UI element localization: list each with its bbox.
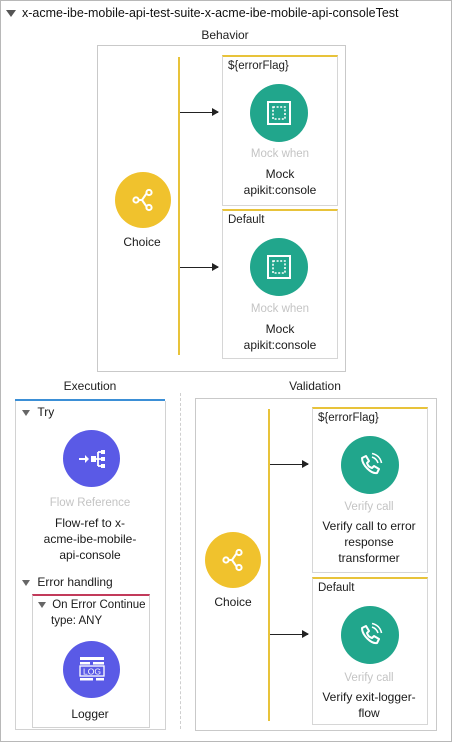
collapse-error-handling-icon[interactable] (22, 580, 30, 586)
flow-reference-icon (78, 449, 105, 468)
on-error-label: On Error Continue (52, 599, 146, 611)
flow-ref-name-line: api-console (59, 548, 121, 562)
verify-name-line: transformer (338, 551, 400, 565)
section-divider (180, 393, 181, 729)
behavior-choice-line (178, 57, 180, 355)
flow-reference-processor[interactable] (63, 430, 120, 487)
logger-name: Logger (71, 707, 109, 721)
processor-type-label: Flow Reference (49, 497, 131, 509)
processor-name-line: apikit:console (243, 338, 317, 352)
try-label: Try (37, 405, 55, 419)
verify-call-processor-2[interactable] (341, 606, 399, 664)
on-error-type: type: ANY (51, 615, 103, 627)
validation-choice-line (268, 409, 270, 721)
verify-call-icon (361, 622, 383, 645)
collapse-on-error-icon[interactable] (38, 602, 46, 608)
behavior-route-errorflag[interactable]: ${errorFlag} (222, 55, 338, 206)
choice-icon (222, 548, 243, 572)
mock-when-icon (267, 255, 291, 279)
flow-ref-name-line: Flow-ref to x- (54, 516, 125, 530)
processor-type-label: Mock when (250, 303, 310, 315)
processor-type-label: Mock when (250, 148, 310, 160)
behavior-arrow-2 (180, 263, 219, 271)
route-label: Default (228, 214, 265, 226)
verify-name-line: flow (358, 706, 380, 720)
verify-name-line: response (344, 535, 394, 549)
processor-name-line: Mock (265, 322, 295, 336)
behavior-arrow-1 (180, 108, 219, 116)
verify-name-line: Verify exit-logger- (322, 690, 416, 704)
flow-header[interactable]: x-acme-ibe-mobile-api-test-suite-x-acme-… (0, 0, 450, 26)
mock-when-processor-2[interactable] (250, 238, 308, 296)
processor-type-label: Verify call (344, 501, 394, 513)
collapse-caret-icon[interactable] (6, 9, 16, 17)
execution-title: Execution (63, 379, 117, 393)
validation-choice-label: Choice (214, 595, 252, 609)
logger-icon-text: LOG (83, 666, 101, 676)
processor-name-line: Mock (265, 167, 295, 181)
collapse-try-icon[interactable] (22, 410, 30, 416)
validation-title: Validation (289, 379, 341, 393)
error-handling-header[interactable]: Error handling (22, 575, 113, 589)
logger-processor[interactable]: LOG (63, 641, 120, 698)
mock-when-icon (267, 101, 291, 125)
try-scope-header[interactable]: Try (22, 405, 54, 419)
verify-call-processor-1[interactable] (341, 436, 399, 494)
route-label: ${errorFlag} (228, 60, 289, 72)
validation-choice-router[interactable] (205, 532, 261, 588)
execution-accent-bar (15, 399, 165, 401)
behavior-choice-router[interactable] (115, 172, 171, 228)
processor-name-line: apikit:console (243, 183, 317, 197)
verify-name-line: Verify call to error (322, 519, 416, 533)
error-handling-label: Error handling (37, 575, 113, 589)
route-label: ${errorFlag} (318, 412, 379, 424)
on-error-header[interactable]: On Error Continue (38, 599, 146, 611)
flow-title: x-acme-ibe-mobile-api-test-suite-x-acme-… (22, 6, 399, 20)
validation-arrow-2 (270, 630, 309, 638)
on-error-continue-scope[interactable] (32, 594, 150, 728)
processor-type-label: Verify call (344, 672, 394, 684)
execution-section (15, 401, 166, 730)
flow-ref-name-line: acme-ibe-mobile- (43, 532, 137, 546)
validation-arrow-1 (270, 460, 309, 468)
logger-icon: LOG (78, 656, 105, 680)
behavior-title: Behavior (201, 28, 249, 42)
route-label: Default (318, 582, 355, 594)
verify-call-icon (361, 452, 383, 475)
choice-icon (132, 188, 153, 212)
mock-when-processor-1[interactable] (250, 84, 308, 142)
behavior-choice-label: Choice (123, 235, 161, 249)
